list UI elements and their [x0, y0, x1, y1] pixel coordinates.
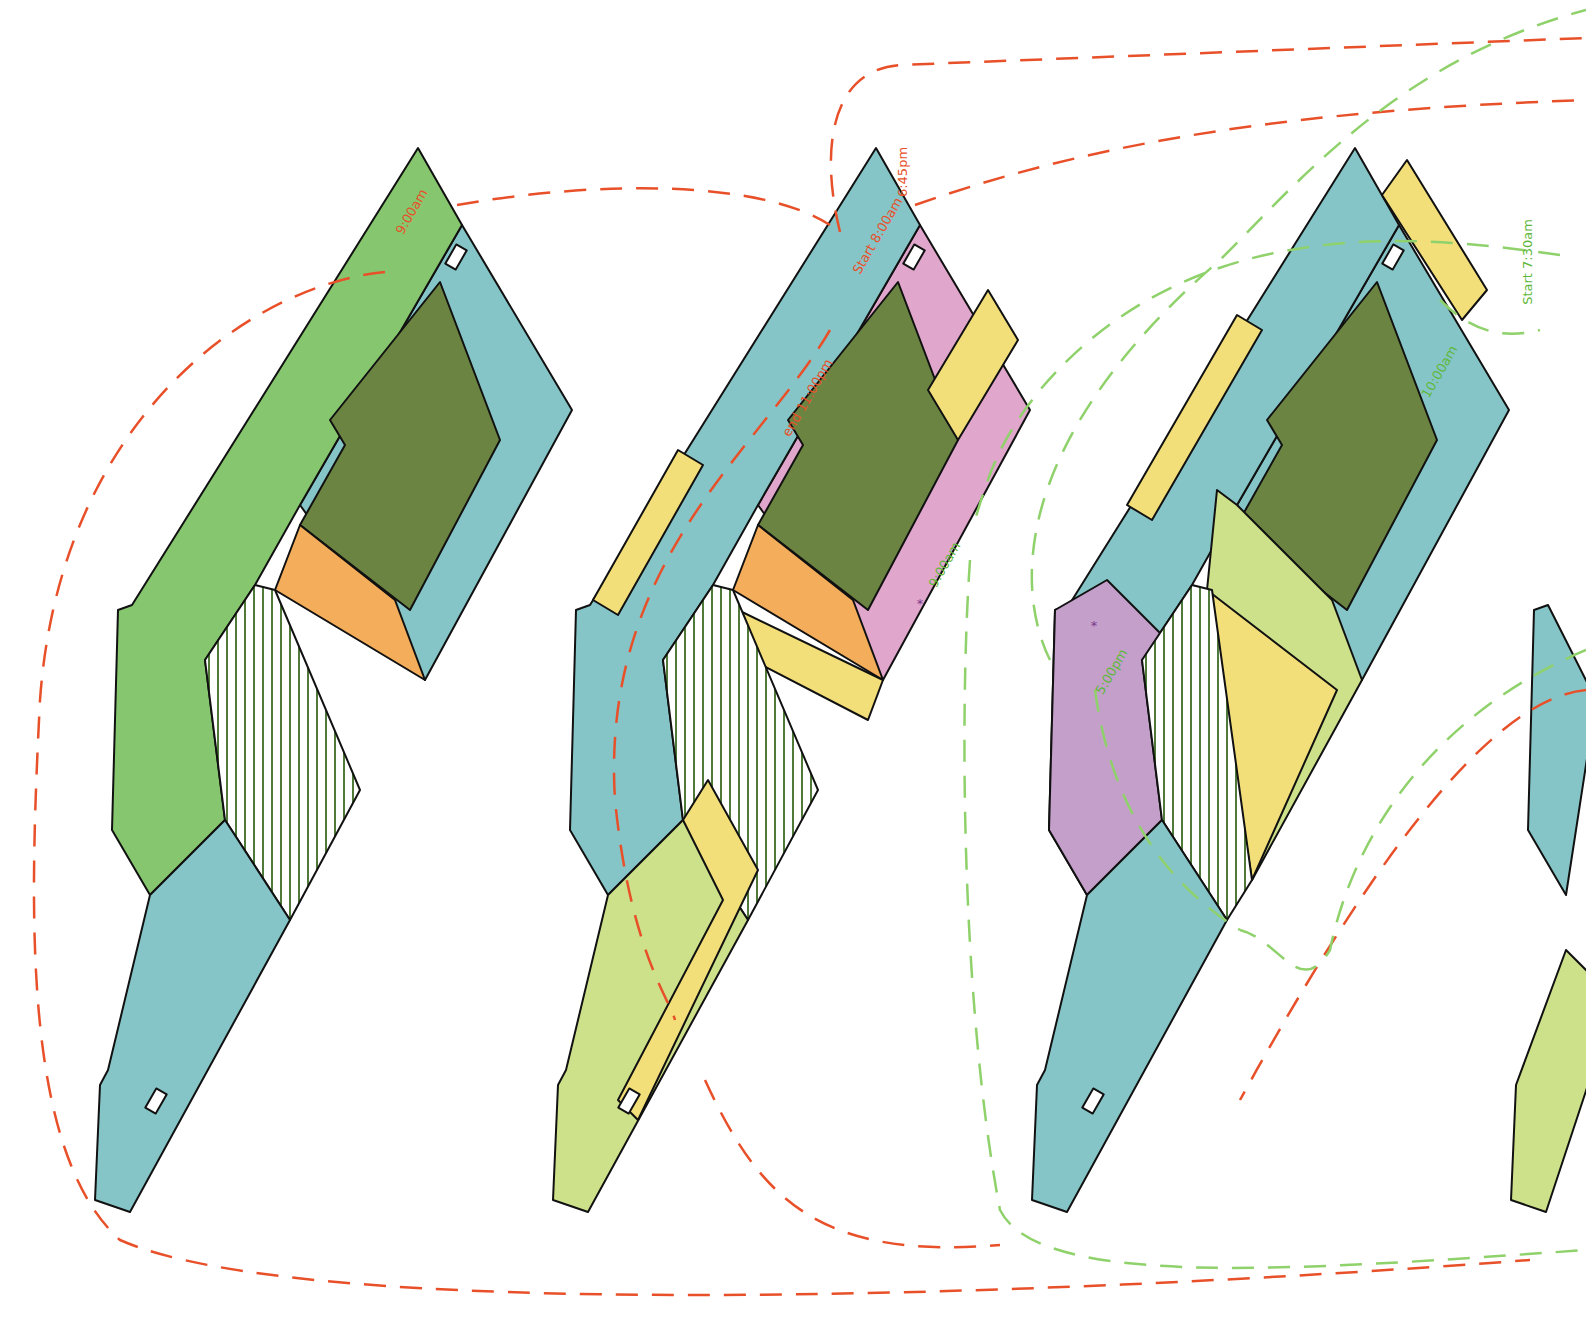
red-route [34, 38, 1586, 1295]
time-label: * [917, 597, 924, 611]
time-label: 6:45pm [896, 147, 910, 197]
floor-plan-4 [1511, 605, 1586, 1212]
floor-plan-1 [95, 148, 572, 1212]
floor-plan-3 [1032, 148, 1509, 1212]
green-route [964, 10, 1586, 1268]
time-label: * [1091, 619, 1098, 633]
floor-plan-2 [553, 148, 1030, 1212]
time-label: Start 7:30am [1521, 219, 1535, 305]
